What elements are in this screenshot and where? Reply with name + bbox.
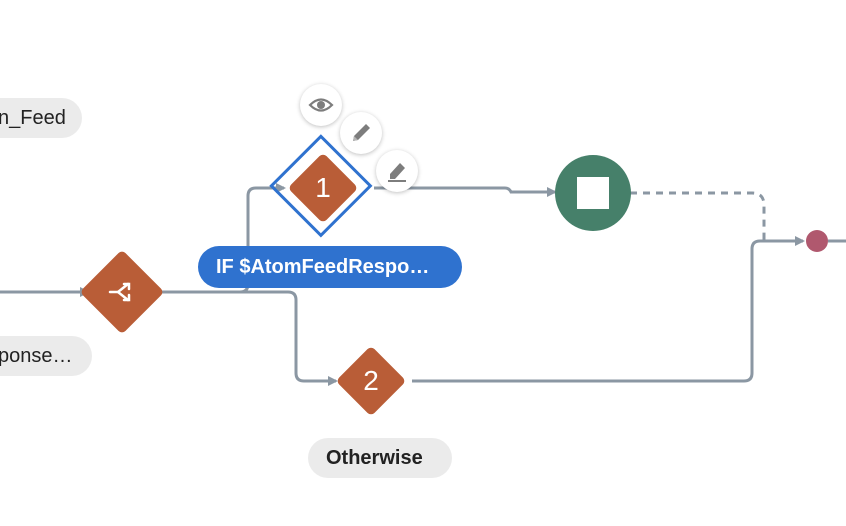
otherwise-label[interactable]: Otherwise [308, 438, 452, 478]
eye-icon [308, 98, 334, 112]
branch1-number: 1 [315, 172, 331, 203]
pencil-icon [353, 124, 370, 141]
stop-icon [577, 177, 609, 209]
connector-branch2-to-merge[interactable] [412, 236, 805, 383]
view-button[interactable] [300, 84, 342, 126]
clear-button[interactable] [376, 150, 418, 192]
connector-branch1-to-stop[interactable] [374, 186, 557, 197]
connector-switch-to-branch2[interactable] [240, 290, 338, 386]
merge-point[interactable] [806, 230, 828, 252]
branch2-number: 2 [363, 365, 379, 396]
branch2-node[interactable] [336, 346, 407, 417]
edit-button[interactable] [340, 112, 382, 154]
dashed-connector-stop-to-merge [630, 191, 766, 240]
branch1-node[interactable] [269, 134, 373, 238]
switch-node[interactable] [80, 250, 165, 335]
feed-label[interactable]: n_Feed [0, 98, 82, 138]
response-label[interactable]: ponse… [0, 336, 92, 376]
route-split-icon [108, 282, 131, 302]
eraser-icon [388, 163, 406, 182]
stop-node[interactable] [555, 155, 631, 231]
condition-label[interactable]: IF $AtomFeedRespo… [198, 246, 462, 288]
